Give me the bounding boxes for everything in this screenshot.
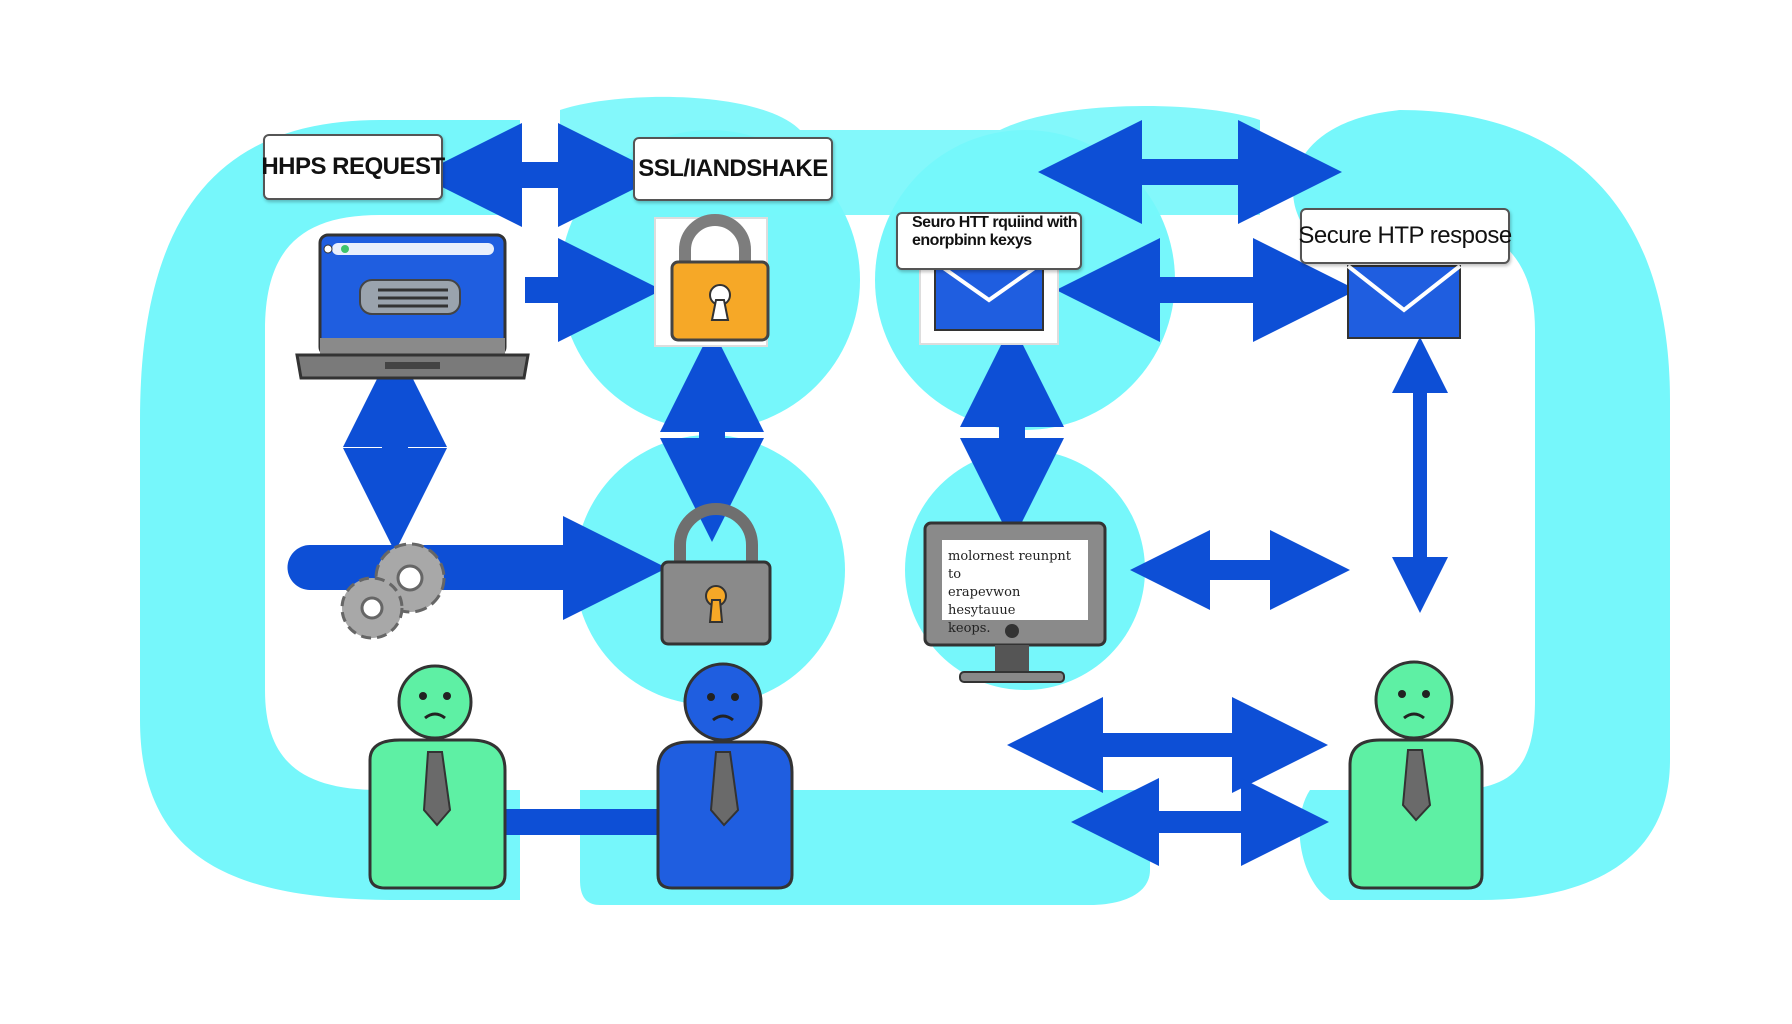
ssl-handshake-text: SSL/IANDSHAKE: [638, 155, 828, 182]
ssl-handshake-label: SSL/IANDSHAKE: [633, 137, 833, 201]
monitor-line-3: keops.: [948, 621, 991, 636]
monitor-screen-text: molornest reunpnt to erapevwon hesytauue…: [948, 548, 1088, 636]
person-icon: [656, 662, 794, 890]
secure-response-text: Secure HTP respose: [1298, 222, 1512, 249]
person-icon: [1348, 660, 1484, 890]
lock-icon: [654, 214, 770, 347]
secure-request-line-1: Seuro HTT rquiind with: [912, 214, 1077, 231]
monitor-icon: [923, 521, 1107, 683]
track-left-loop: [140, 120, 520, 900]
person-icon: [368, 664, 507, 890]
https-request-text: HHPS REQUEST: [261, 153, 445, 180]
secure-response-label: Secure HTP respose: [1298, 208, 1512, 264]
envelope-icon: [1346, 264, 1462, 339]
monitor-line-2: erapevwon hesytauue: [948, 585, 1021, 618]
arrows: [343, 120, 1448, 866]
track-right-loop: [1293, 110, 1670, 900]
https-request-label: HHPS REQUEST: [261, 134, 445, 200]
secure-request-line-2: enorpbinn kexys: [912, 232, 1032, 249]
secure-request-label: Seuro HTT rquiind with enorpbinn kexys: [896, 212, 1082, 270]
gear-icon: [340, 542, 446, 640]
lock-icon: [660, 503, 772, 646]
laptop-icon: [295, 233, 530, 380]
monitor-line-1: molornest reunpnt to: [948, 549, 1072, 582]
